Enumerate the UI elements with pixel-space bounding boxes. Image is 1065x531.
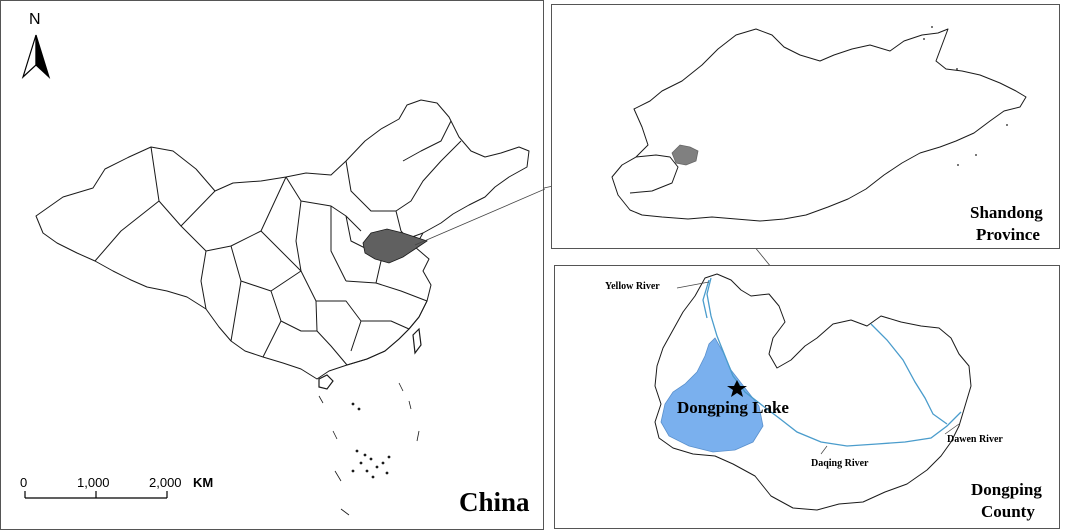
connector-china-shandong xyxy=(414,188,545,246)
scale-tick-1000: 1,000 xyxy=(77,475,110,490)
north-label: N xyxy=(29,11,41,28)
shandong-title-line1: Shandong xyxy=(970,203,1043,222)
shandong-map-svg xyxy=(611,26,1027,222)
north-arrow xyxy=(21,34,51,79)
county-map-svg xyxy=(654,273,972,511)
hainan-island xyxy=(318,374,334,390)
daqing-river-label: Daqing River xyxy=(811,458,869,469)
south-china-sea-islands xyxy=(318,382,420,516)
scale-unit: KM xyxy=(193,475,214,490)
rivers xyxy=(702,277,962,447)
dongping-lake-star xyxy=(727,380,747,397)
taiwan-island xyxy=(412,327,422,355)
scale-tick-2000: 2,000 xyxy=(149,475,182,490)
shandong-map-panel: Shandong Province xyxy=(551,4,1060,249)
shandong-title-line2: Province xyxy=(976,225,1040,244)
dongping-lake xyxy=(660,337,764,453)
scale-bar xyxy=(24,491,168,499)
river-daqing xyxy=(706,277,962,447)
dongping-lake-label: Dongping Lake xyxy=(677,398,789,417)
dongping-highlight xyxy=(671,144,699,166)
county-title-line1: Dongping xyxy=(971,480,1042,499)
river-dawen xyxy=(870,323,948,425)
china-map-svg xyxy=(21,34,545,516)
china-title: China xyxy=(459,487,530,517)
china-outline xyxy=(35,99,530,380)
dawen-river-label: Dawen River xyxy=(947,434,1003,445)
coastline xyxy=(346,300,428,366)
river-yellow xyxy=(702,279,710,319)
county-title-line2: County xyxy=(981,502,1035,521)
yellow-river-label: Yellow River xyxy=(605,281,660,292)
shandong-highlight xyxy=(362,228,428,264)
china-map-panel: N 0 1,000 2,000 KM China xyxy=(0,0,545,530)
coastal-islands xyxy=(923,26,1008,166)
label-leaders xyxy=(676,281,960,455)
county-boundary-line xyxy=(629,154,679,194)
county-outline xyxy=(654,273,972,511)
dongping-county-panel: Yellow River Dongping Lake Daqing River … xyxy=(554,265,1060,529)
scale-tick-0: 0 xyxy=(20,475,28,490)
shandong-outline xyxy=(611,28,1027,222)
